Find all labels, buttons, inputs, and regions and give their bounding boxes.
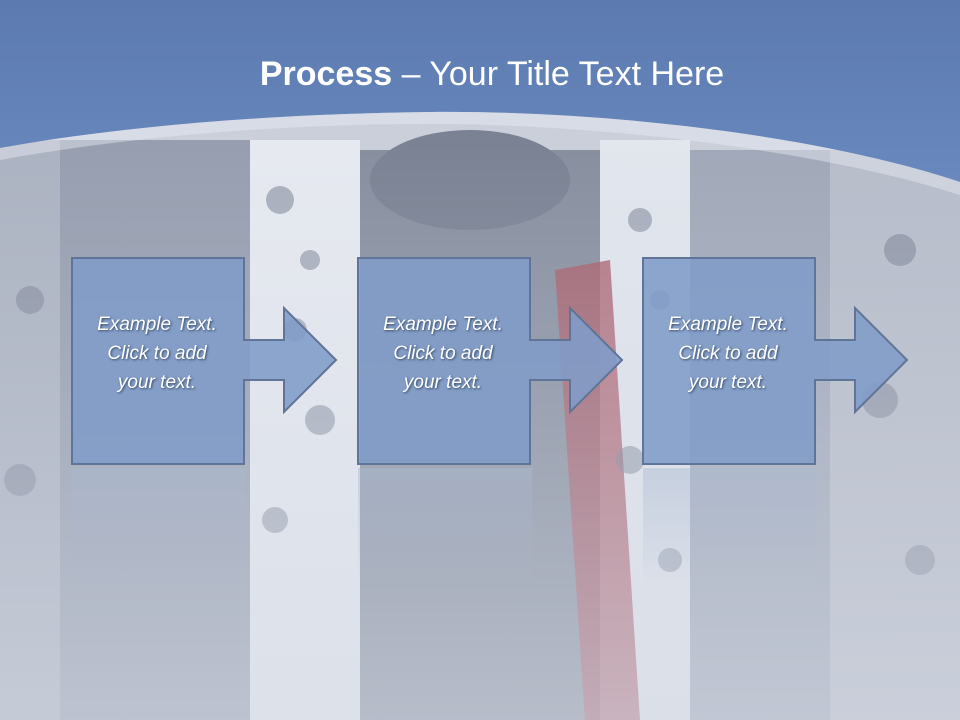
step-line: your text. [117, 372, 197, 393]
step-reflection [358, 468, 532, 588]
title-text: Your Title Text Here [429, 55, 725, 93]
step-arrow-shape [71, 257, 338, 465]
step-line: Example Text. [383, 314, 503, 335]
step-reflection [643, 468, 817, 588]
step-line: your text. [403, 372, 483, 393]
step-text[interactable]: Example Text. Click to add your text. [643, 310, 813, 397]
step-reflection [72, 468, 246, 588]
step-line: your text. [688, 372, 768, 393]
step-text[interactable]: Example Text. Click to add your text. [358, 310, 528, 397]
slide-title[interactable]: Process – Your Title Text Here [0, 52, 960, 96]
step-arrow-shape [357, 257, 624, 465]
title-bold-word: Process [259, 55, 393, 93]
step-line: Example Text. [97, 314, 217, 335]
step-line: Click to add [393, 343, 493, 364]
step-line: Click to add [678, 343, 778, 364]
step-line: Example Text. [668, 314, 788, 335]
step-line: Click to add [107, 343, 207, 364]
header-band [0, 0, 960, 195]
process-step-2[interactable]: Example Text. Click to add your text. [356, 256, 696, 468]
process-step-3[interactable]: Example Text. Click to add your text. [641, 256, 941, 468]
step-arrow-shape [642, 257, 909, 465]
process-step-1[interactable]: Example Text. Click to add your text. [70, 256, 410, 468]
title-separator: – [392, 55, 430, 93]
step-text[interactable]: Example Text. Click to add your text. [72, 310, 242, 397]
